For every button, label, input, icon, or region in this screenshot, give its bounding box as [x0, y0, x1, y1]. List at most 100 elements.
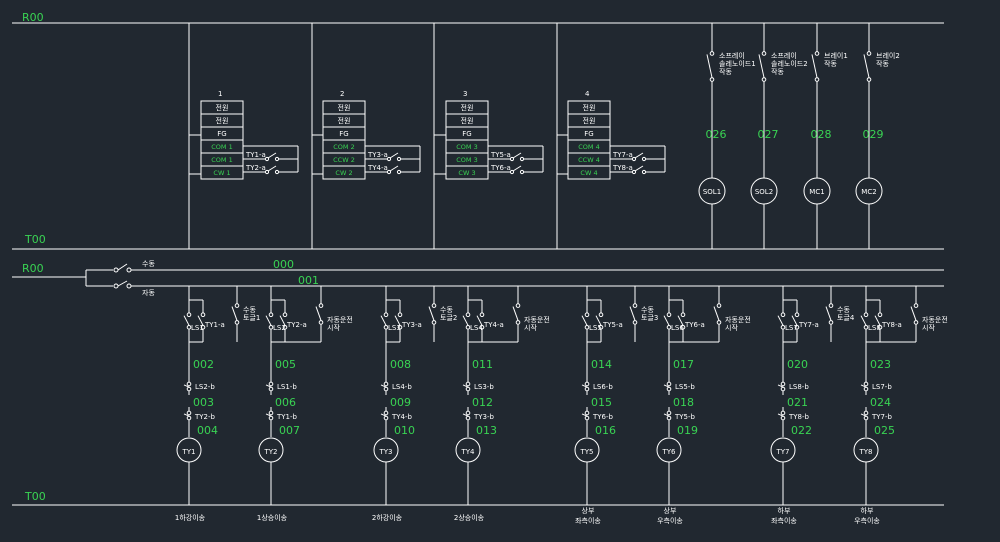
terminal-label: 전원 [216, 116, 229, 125]
wire-number: 016 [595, 424, 616, 437]
contact-blade [595, 315, 602, 326]
contact-blade [581, 413, 588, 417]
contact-blade [663, 384, 670, 388]
contact-terminal [186, 386, 192, 392]
relay-coil-label: TY7 [775, 448, 789, 456]
contact-terminal [641, 156, 647, 162]
wire-number: 004 [197, 424, 218, 437]
contact-blade [634, 165, 644, 172]
terminal-label: COM 2 [333, 143, 354, 151]
toggle-label: 토글4 [837, 314, 855, 322]
terminal-label: FG [217, 130, 226, 138]
limit-switch-contact [860, 300, 869, 342]
interlock-limit-contact [183, 378, 192, 395]
contact-terminal [383, 386, 389, 392]
self-hold-contact [874, 300, 883, 342]
interlock-limit-contact [777, 378, 786, 395]
terminal-label: CW 2 [335, 169, 352, 177]
manual-toggle-switch [428, 286, 437, 342]
contact-terminal [584, 410, 590, 416]
contact-terminal [519, 156, 525, 162]
self-hold-contact [791, 300, 800, 342]
toggle-label: 토글1 [243, 314, 260, 322]
toggle-label: 수동 [440, 306, 453, 314]
contact-blade [860, 315, 867, 326]
contact-blade [713, 306, 720, 321]
contact-terminal [632, 303, 638, 308]
contact-blade [389, 152, 399, 159]
relay-coil-label: TY2 [263, 448, 277, 456]
wire-number: 018 [673, 396, 694, 409]
rung-function-label: 좌측이송 [575, 516, 601, 525]
auto-start-label: 자동운전 [524, 315, 550, 324]
contact-terminal [383, 410, 389, 416]
contact-terminal [584, 312, 590, 318]
contact-terminal [794, 312, 800, 318]
self-hold-label: TY6-a [684, 321, 705, 329]
wire-number: 020 [787, 358, 808, 371]
interlock-relay-contact [462, 407, 471, 424]
contact-blade [629, 306, 636, 321]
self-hold-contact [197, 300, 206, 342]
toggle-label: 수동 [243, 306, 256, 314]
contact-blade [860, 384, 867, 388]
contact-terminal [186, 325, 192, 330]
output-contact-label: 브레이2 [876, 51, 900, 60]
wire-number: 013 [476, 424, 497, 437]
contact-terminal [709, 51, 715, 56]
wire-number: 022 [791, 424, 812, 437]
contact-blade [428, 306, 435, 321]
contact-terminal [268, 415, 274, 421]
contact-terminal [268, 386, 274, 392]
contact-blade [265, 413, 272, 417]
output-coil-label: MC1 [809, 188, 824, 196]
contact-blade [380, 413, 387, 417]
contact-blade [910, 306, 917, 321]
contact-terminal [396, 156, 402, 162]
contact-label: TY1-a [245, 151, 266, 159]
contact-terminal [479, 325, 485, 330]
output-contact-label: 작동 [824, 59, 837, 68]
self-hold-label: TY7-a [798, 321, 819, 329]
self-hold-label: TY2-a [286, 321, 307, 329]
contact-terminal [386, 169, 392, 175]
interlock-relay-label: TY2-b [194, 413, 216, 421]
output-wire-number: 026 [706, 128, 727, 141]
contact-terminal [186, 312, 192, 318]
interlock-limit-contact [462, 378, 471, 395]
contact-terminal [666, 381, 672, 387]
wire-number: 012 [472, 396, 493, 409]
wire-number: 009 [390, 396, 411, 409]
auto-start-label: 시작 [725, 323, 738, 332]
output-contact-label: 작동 [876, 59, 889, 68]
contact-terminal [631, 156, 637, 162]
toggle-label: 수동 [837, 306, 850, 314]
terminal-label: FG [339, 130, 348, 138]
contact-blade [462, 384, 469, 388]
wire-number: 017 [673, 358, 694, 371]
wire-001: 001 [298, 274, 319, 287]
limit-switch-label: LS8 [868, 324, 881, 332]
contact-terminal [666, 386, 672, 392]
contact-terminal [584, 381, 590, 387]
wire-number: 011 [472, 358, 493, 371]
contact-terminal [680, 325, 686, 330]
contact-terminal [794, 325, 800, 330]
interlock-relay-contact [581, 407, 590, 424]
contact-terminal [631, 169, 637, 175]
terminal-label: 전원 [461, 103, 474, 112]
contact-terminal [666, 325, 672, 330]
auto-start-label: 시작 [327, 323, 340, 332]
contact-terminal [863, 415, 869, 421]
contact-label: TY7-a [612, 151, 633, 159]
interlock-relay-label: TY1-b [276, 413, 298, 421]
contact-terminal [479, 312, 485, 318]
contact-terminal [598, 325, 604, 330]
terminal-label: FG [584, 130, 593, 138]
